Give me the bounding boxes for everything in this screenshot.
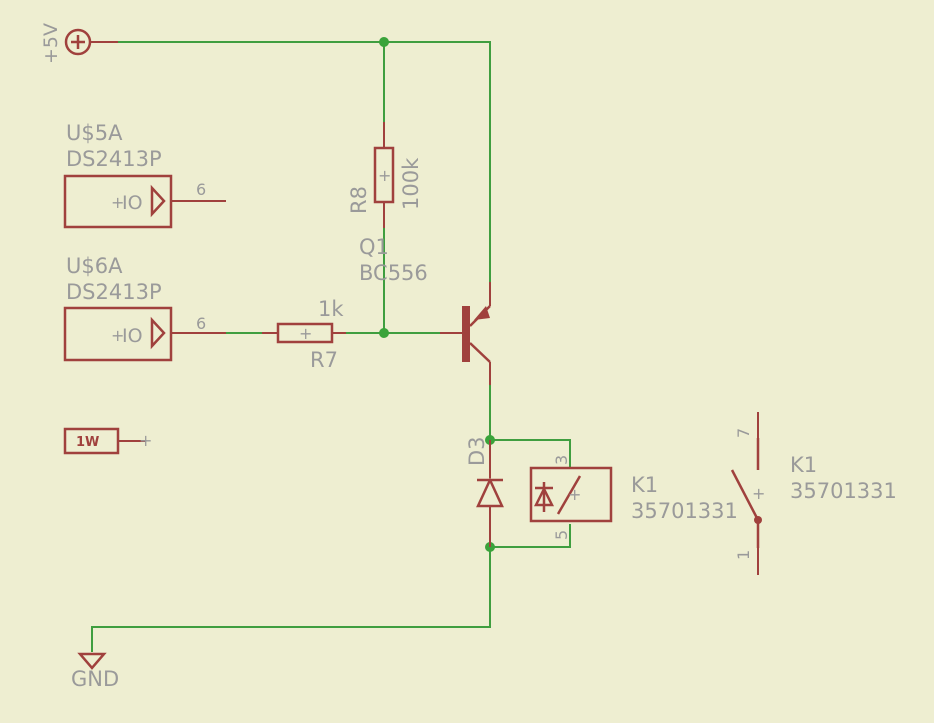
r7-value: 1k bbox=[318, 297, 344, 321]
u5a-pin-label: IO bbox=[122, 192, 143, 214]
ground-symbol[interactable]: GND bbox=[71, 652, 119, 691]
u5a-name: U$5A bbox=[66, 121, 123, 145]
k1-coil-pin-top: 3 bbox=[552, 455, 571, 465]
q1-name: Q1 bbox=[359, 235, 389, 259]
r8-name: R8 bbox=[347, 186, 371, 214]
u5a-pin-plus: + bbox=[111, 193, 124, 212]
q1-value: BC556 bbox=[359, 261, 428, 285]
svg-text:+: + bbox=[752, 484, 765, 503]
r8-resistor[interactable]: + R8 100k bbox=[347, 122, 423, 228]
u6a-part[interactable]: U$6A DS2413P + IO 6 bbox=[63, 254, 226, 362]
supply-label: +5V bbox=[40, 23, 62, 64]
u6a-value: DS2413P bbox=[66, 280, 162, 304]
wire-coil-top[interactable] bbox=[490, 439, 571, 468]
svg-text:+: + bbox=[299, 324, 312, 343]
u5a-value: DS2413P bbox=[66, 147, 162, 171]
k1-contact-switch bbox=[730, 469, 760, 521]
q1-emitter-arrow-icon bbox=[474, 306, 490, 320]
k1-coil-body bbox=[529, 466, 613, 523]
supply-5v-symbol[interactable]: +5V bbox=[40, 23, 118, 64]
q1-collector bbox=[469, 342, 491, 363]
ground-label: GND bbox=[71, 667, 119, 691]
junction-base bbox=[379, 328, 389, 338]
svg-text:+: + bbox=[568, 485, 581, 504]
u5a-io-arrow-icon bbox=[150, 184, 166, 218]
k1-contact-name: K1 bbox=[790, 453, 817, 477]
d3-name: D3 bbox=[465, 436, 489, 466]
u6a-name: U$6A bbox=[66, 254, 123, 278]
k1-coil-pin-bottom: 5 bbox=[552, 530, 571, 540]
one-wire-label[interactable]: 1W + bbox=[63, 427, 152, 455]
u6a-pin-plus: + bbox=[111, 326, 124, 345]
u6a-pin-number: 6 bbox=[196, 314, 206, 333]
d3-triangle-icon bbox=[476, 477, 504, 508]
u5a-pin-number: 6 bbox=[196, 180, 206, 199]
k1-coil-name: K1 bbox=[631, 473, 658, 497]
k1-coil[interactable]: + 3 5 K1 35701331 bbox=[529, 455, 738, 540]
u6a-io-arrow-icon bbox=[150, 316, 166, 350]
q1-transistor[interactable]: Q1 BC556 bbox=[359, 235, 491, 385]
d3-diode[interactable]: D3 bbox=[465, 436, 504, 547]
k1-contact-pin-bottom: 1 bbox=[734, 550, 753, 560]
k1-contact-value: 35701331 bbox=[790, 479, 897, 503]
r7-resistor[interactable]: + 1k R7 bbox=[262, 297, 346, 372]
svg-text:+: + bbox=[139, 431, 152, 450]
u6a-pin-label: IO bbox=[122, 325, 143, 347]
wire-coil-bottom[interactable] bbox=[490, 524, 571, 548]
one-wire-text: 1W bbox=[76, 435, 99, 450]
ground-triangle-icon bbox=[77, 652, 107, 670]
k1-contact-pin-top: 7 bbox=[734, 428, 753, 438]
svg-text:+: + bbox=[378, 166, 391, 185]
junctions bbox=[379, 37, 495, 552]
k1-coil-slash bbox=[556, 475, 582, 515]
k1-coil-value: 35701331 bbox=[631, 499, 738, 523]
wire-5v-rail[interactable] bbox=[118, 41, 491, 282]
wire-gnd[interactable] bbox=[91, 547, 491, 652]
wires bbox=[91, 41, 571, 652]
junction-5v bbox=[379, 37, 389, 47]
k1-contact[interactable]: + 7 1 K1 35701331 bbox=[730, 412, 897, 575]
r7-name: R7 bbox=[310, 348, 338, 372]
u5a-part[interactable]: U$5A DS2413P + IO 6 bbox=[63, 121, 226, 229]
q1-base-bar bbox=[462, 306, 470, 362]
r8-value: 100k bbox=[399, 157, 423, 210]
